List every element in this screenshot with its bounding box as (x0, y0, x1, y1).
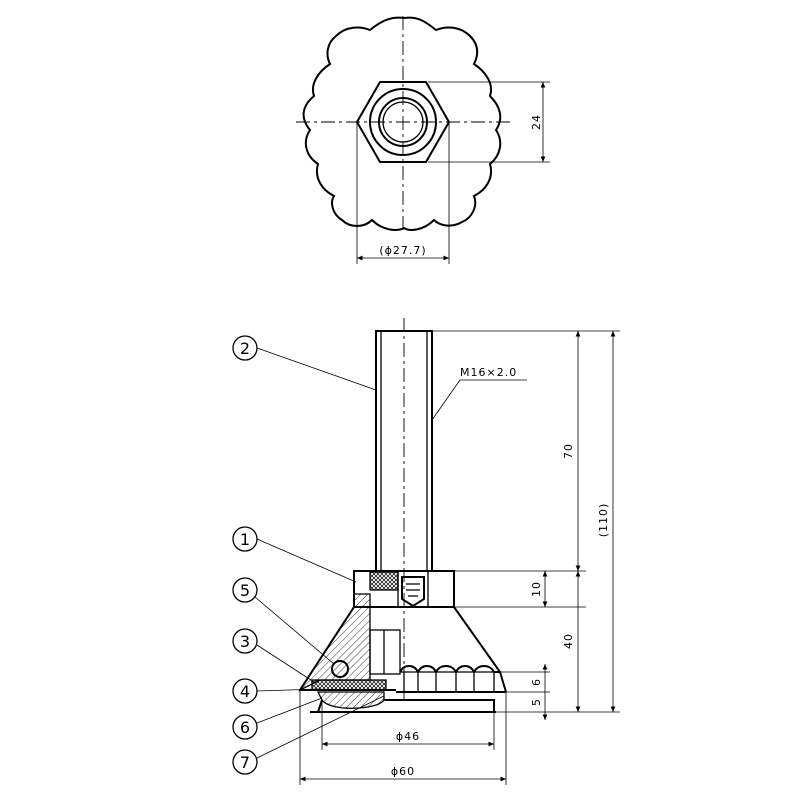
knob-outline (302, 16, 502, 231)
dim-hex-corners: (ϕ27.7) (379, 244, 426, 257)
base-plate (311, 679, 387, 691)
cone-right-edge (453, 606, 501, 673)
balloon-6: 6 (232, 697, 323, 740)
dim-base-outer: ϕ60 (391, 765, 415, 778)
dim-overall-height: (110) (597, 503, 610, 538)
svg-text:7: 7 (240, 753, 250, 772)
svg-text:2: 2 (240, 339, 250, 358)
thread-label: M16×2.0 (460, 366, 517, 379)
svg-text:4: 4 (240, 682, 250, 701)
top-view: 24 (ϕ27.7) (296, 16, 550, 264)
balloon-4: 4 (232, 678, 321, 704)
front-view: M16×2.0 70 (110) 10 40 6 5 ϕ46 ϕ60 (232, 318, 620, 785)
svg-text:5: 5 (240, 581, 250, 600)
balloon-7: 7 (232, 695, 385, 775)
base-scallops (399, 665, 500, 675)
hex-nut (353, 570, 455, 608)
balloon-3: 3 (232, 628, 315, 683)
dim-hex-height: 10 (530, 581, 543, 597)
balloon-2: 2 (232, 335, 377, 391)
dim-body-height: 40 (562, 633, 575, 649)
svg-text:1: 1 (240, 530, 250, 549)
dim-pad-6: 6 (530, 678, 543, 686)
nut-section (369, 571, 399, 591)
dim-base-inner: ϕ46 (396, 730, 420, 743)
nut-logo (401, 576, 425, 608)
dim-pad-5: 5 (530, 698, 543, 706)
dim-hex-flats: 24 (530, 114, 543, 130)
svg-text:3: 3 (240, 632, 250, 651)
balloon-1: 1 (232, 526, 357, 583)
dim-thread-length: 70 (562, 443, 575, 459)
svg-text:6: 6 (240, 718, 250, 737)
rubber-pad (316, 691, 385, 709)
steel-ball (331, 660, 349, 678)
cavity (369, 629, 401, 675)
balloon-5: 5 (232, 577, 335, 665)
